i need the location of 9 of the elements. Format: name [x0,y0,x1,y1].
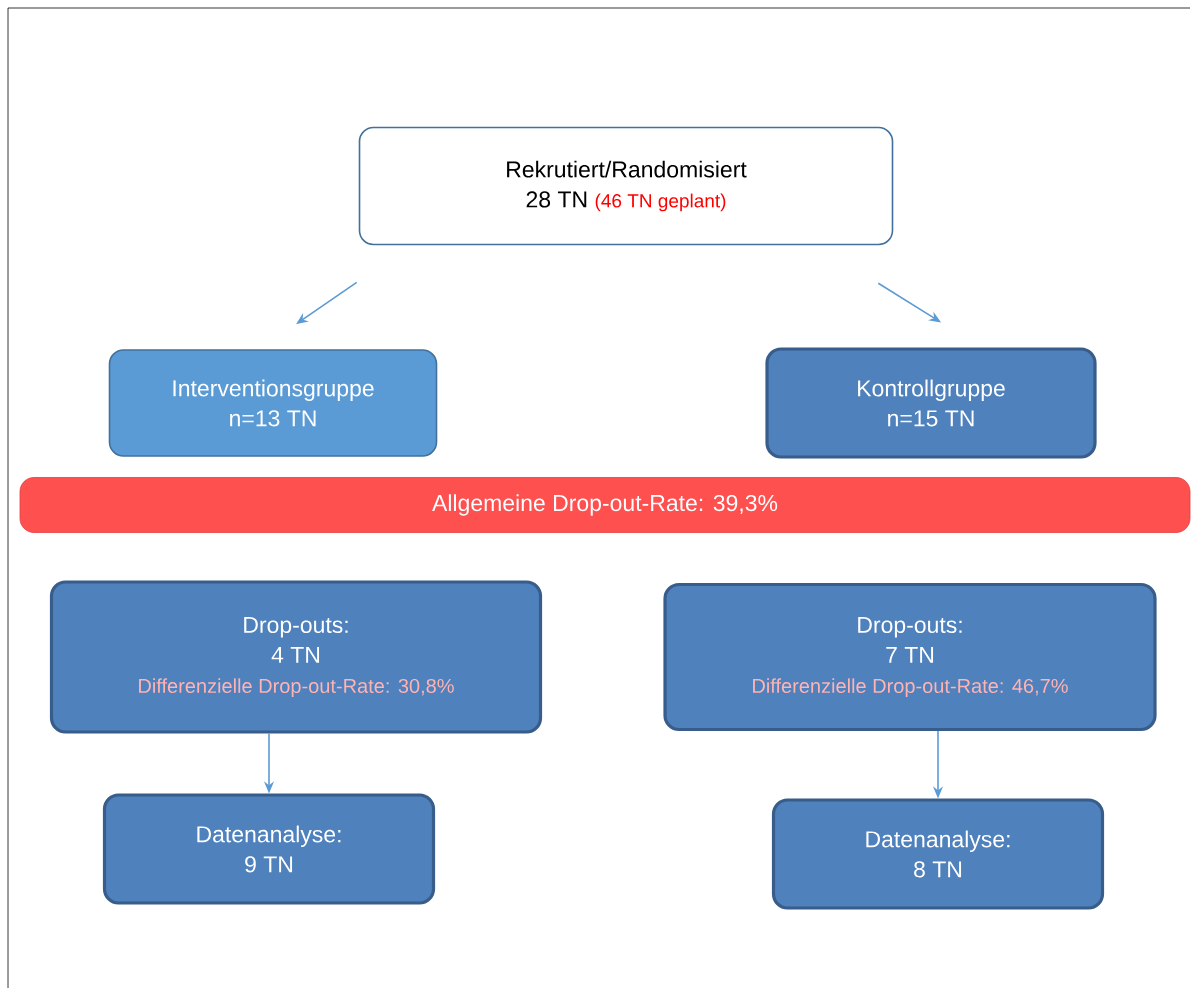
process-box: Datenanalyse: 9 TN [102,793,436,905]
process-box: Datenanalyse: 8 TN [771,798,1105,910]
arrow [877,282,941,323]
group-box: Interventionsgruppe n=13 TN [108,349,438,457]
process-box: Drop-outs: 4 TN Differenzielle Drop-out-Rate: 30,8% [49,580,543,734]
process-box: Drop-outs: 7 TN Differenzielle Drop-out-Rate: 46,7% [663,582,1157,732]
group-box: Kontrollgruppe n=15 TN [765,347,1097,459]
process-box: Rekrutiert/Randomisiert 28 TN (46 TN geplant) [358,126,894,246]
rate-band: Allgemeine Drop-out-Rate: 39,3% [19,477,1191,533]
